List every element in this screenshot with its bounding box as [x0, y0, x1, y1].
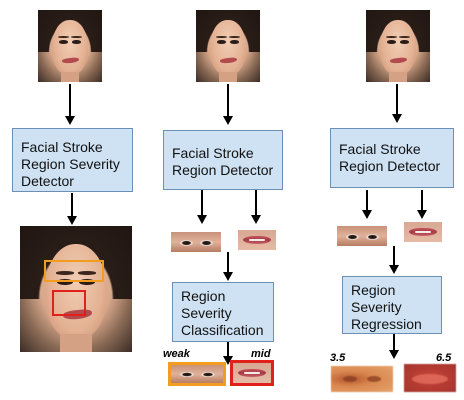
box-line: Region Detector	[172, 162, 274, 178]
box-line: Detector	[21, 173, 74, 189]
arrow-head-1a	[65, 116, 75, 125]
input-face-photo-2	[196, 10, 260, 82]
severity-label-weak: weak	[163, 348, 190, 360]
arrow-3e	[393, 334, 395, 352]
arrow-3a	[396, 84, 398, 114]
box-line: Severity	[351, 299, 402, 315]
arrow-head-2c	[251, 215, 261, 224]
classified-mouth-crop	[230, 360, 274, 386]
box-line: Region	[181, 288, 226, 304]
arrow-head-2e	[223, 356, 233, 365]
arrow-head-3e	[389, 350, 399, 359]
arrow-head-2a	[223, 116, 233, 125]
arrow-head-3c	[417, 210, 427, 219]
eye-crop-3	[337, 226, 387, 246]
eye-crop-2	[171, 232, 221, 252]
classified-eye-crop	[168, 362, 226, 386]
arrow-head-1b	[67, 216, 77, 225]
arrow-2e	[227, 342, 229, 358]
box-line: Region Severity	[21, 156, 120, 172]
region-severity-regression-box: Region Severity Regression	[342, 276, 442, 334]
arrow-3d	[393, 246, 395, 266]
box-line: Facial Stroke	[339, 141, 421, 157]
eye-region-box	[44, 260, 104, 282]
mouth-crop-2	[238, 230, 276, 250]
arrow-head-3d	[389, 265, 399, 274]
regression-eye-crop	[331, 366, 393, 392]
box-line: Severity	[181, 305, 232, 321]
arrow-3c	[421, 190, 423, 210]
box-line: Regression	[351, 316, 422, 332]
arrow-head-3a	[392, 114, 402, 123]
arrow-head-2d	[223, 272, 233, 281]
region-detector-box-3: Facial Stroke Region Detector	[330, 128, 454, 188]
box-line: Facial Stroke	[172, 145, 254, 161]
arrow-1a	[69, 84, 71, 116]
region-severity-classification-box: Region Severity Classification	[172, 282, 274, 342]
arrow-head-2b	[197, 215, 207, 224]
arrow-2a	[227, 84, 229, 116]
output-face-photo-with-regions	[20, 226, 132, 352]
severity-label-mid: mid	[251, 348, 271, 360]
box-line: Region Detector	[339, 158, 441, 174]
mouth-crop-3	[404, 222, 442, 242]
arrow-2c	[255, 190, 257, 216]
arrow-1b	[71, 193, 73, 217]
input-face-photo-1	[38, 10, 102, 82]
severity-score-right: 6.5	[436, 352, 452, 364]
arrow-3b	[366, 190, 368, 210]
arrow-2d	[227, 252, 229, 272]
box-line: Region	[351, 282, 396, 298]
input-face-photo-3	[366, 10, 430, 82]
arrow-2b	[201, 190, 203, 216]
box-line: Classification	[181, 322, 264, 338]
mouth-region-box	[52, 290, 86, 316]
box-line: Facial Stroke	[21, 139, 103, 155]
arrow-head-3b	[362, 210, 372, 219]
region-detector-box-2: Facial Stroke Region Detector	[163, 130, 283, 190]
severity-score-left: 3.5	[330, 352, 346, 364]
region-severity-detector-box: Facial Stroke Region Severity Detector	[12, 128, 133, 192]
regression-mouth-crop	[404, 364, 456, 392]
